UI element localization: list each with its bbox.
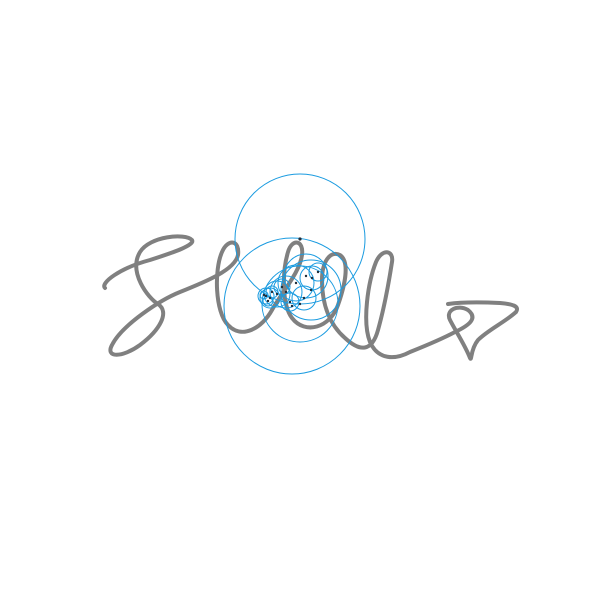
epicycle-circle: [291, 285, 317, 311]
epicycle-circle: [257, 287, 275, 305]
epicycle-circle: [277, 264, 315, 302]
epicycle-center-point: [266, 299, 270, 303]
epicycle-center-point: [284, 290, 288, 294]
epicycle-circle: [223, 237, 361, 375]
epicycle-center-point: [298, 237, 302, 241]
epicycle-center-point: [302, 296, 306, 300]
epicycle-center-point: [275, 292, 279, 296]
epicycle-center-point: [264, 294, 268, 298]
epicycle-center-point: [288, 300, 292, 304]
epicycle-center-point: [310, 276, 314, 280]
epicycle-center-point: [262, 293, 266, 297]
epicycle-circle: [308, 262, 328, 282]
epicycle-center-point: [290, 304, 294, 308]
epicycle-circle: [259, 290, 269, 300]
epicycle-center-point: [298, 302, 302, 306]
epicycle-center-point: [294, 281, 298, 285]
epicycle-points: [262, 237, 320, 308]
epicycle-circle: [280, 259, 342, 321]
epicycle-center-point: [309, 288, 313, 292]
epicycle-center-point: [316, 270, 320, 274]
epicycle-circle: [259, 287, 281, 309]
epicycle-center-point: [304, 274, 308, 278]
signature-curve: [102, 234, 519, 361]
epicycle-circle: [273, 278, 291, 296]
epicycle-circle: [280, 292, 300, 312]
epicycle-center-point: [280, 285, 284, 289]
epicycle-center-point: [268, 296, 272, 300]
epicycle-circle: [269, 275, 303, 309]
epicycle-center-point: [270, 290, 274, 294]
